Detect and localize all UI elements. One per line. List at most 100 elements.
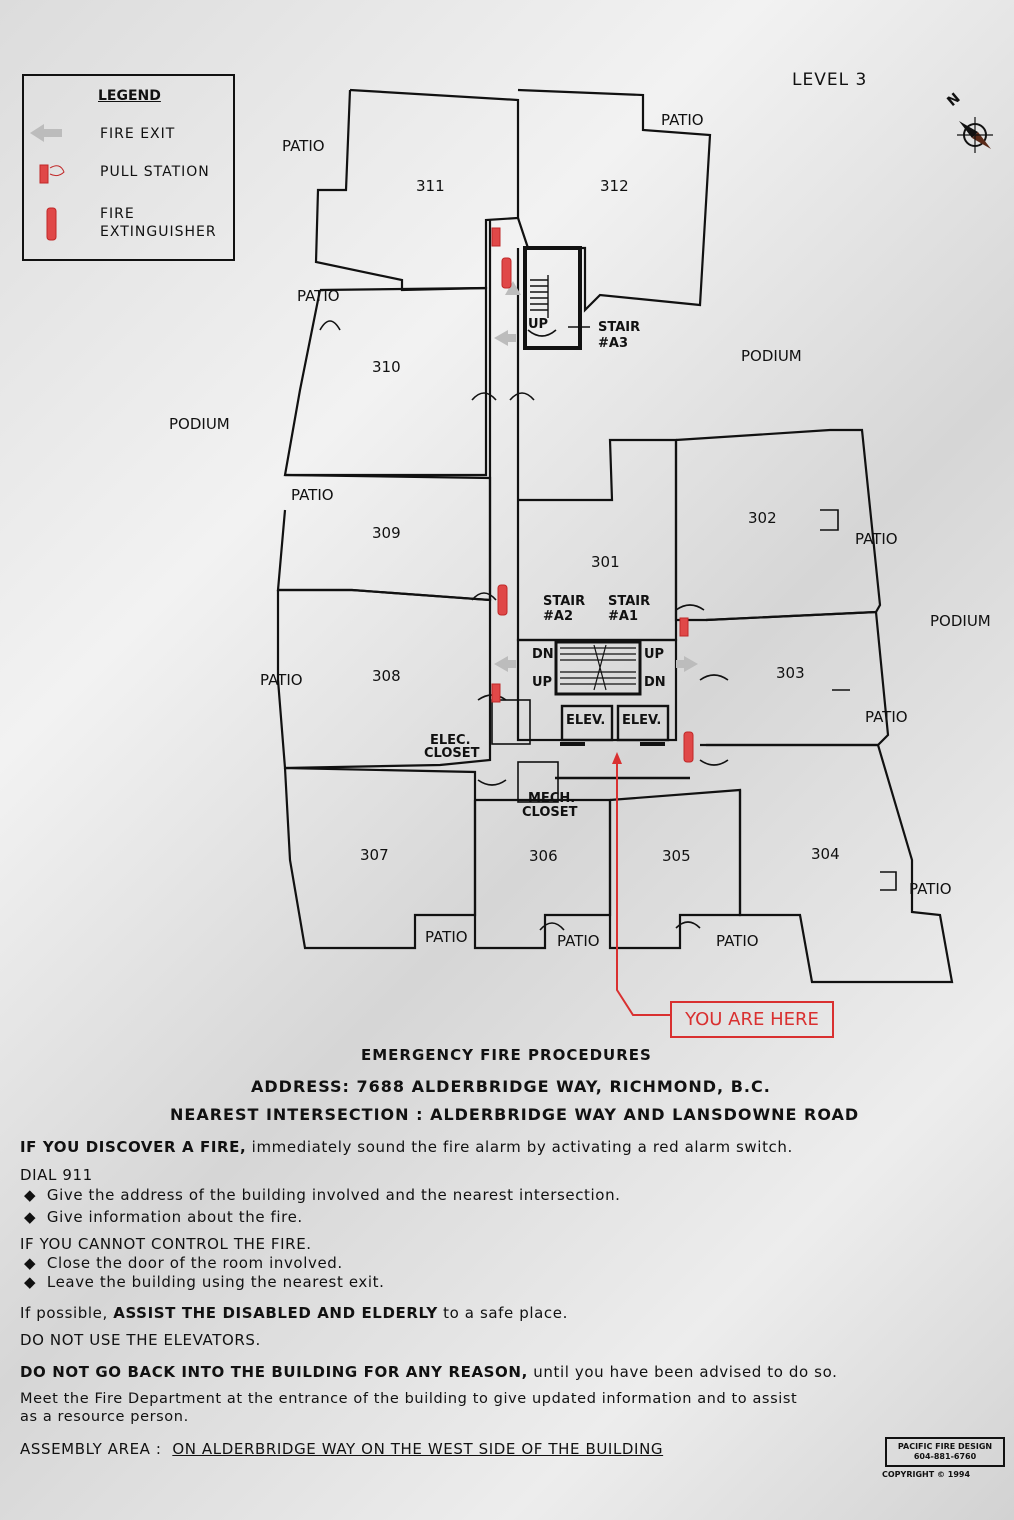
procedures-title: EMERGENCY FIRE PROCEDURES [361, 1046, 652, 1064]
assist-bold: ASSIST THE DISABLED AND ELDERLY [113, 1304, 438, 1322]
no-back-bold: DO NOT GO BACK INTO THE BUILDING FOR ANY… [20, 1363, 528, 1381]
room-305: 305 [662, 847, 691, 865]
room-312: 312 [600, 177, 629, 195]
elevator-label: ELEV. [566, 713, 606, 728]
dial-item-text: Give the address of the building involve… [46, 1186, 621, 1204]
dial-item-text: Give information about the fire. [46, 1208, 303, 1226]
unit-305-outline [608, 788, 742, 950]
elec-closet [491, 699, 531, 745]
room-308: 308 [372, 667, 401, 685]
patio-label: PATIO [557, 932, 600, 950]
cannot-item-text: Leave the building using the nearest exi… [46, 1273, 385, 1291]
stair-up-label: UP [532, 675, 553, 690]
compass-icon [957, 117, 993, 153]
nearest-intersection: NEAREST INTERSECTION : ALDERBRIDGE WAY A… [170, 1105, 860, 1124]
credit-phone: 604-881-6760 [913, 1452, 977, 1461]
address: ADDRESS: 7688 ALDERBRIDGE WAY, RICHMOND,… [251, 1077, 771, 1096]
pull-station-icon [491, 227, 501, 247]
stair-up-label: UP [644, 647, 665, 662]
meet-fire-dept-2: as a resource person. [20, 1409, 189, 1425]
stair-a3-label: STAIR [598, 320, 641, 335]
mech-closet-label: MECH. CLOSET [522, 791, 578, 820]
copyright: COPYRIGHT © 1994 [882, 1470, 971, 1479]
elec-closet-line1: ELEC. [430, 733, 471, 748]
elevator-2 [616, 704, 670, 742]
pull-station-icon [679, 617, 689, 637]
patio-label: PATIO [909, 880, 952, 898]
assembly-value: ON ALDERBRIDGE WAY ON THE WEST SIDE OF T… [172, 1440, 664, 1458]
cannot-item-text: Close the door of the room involved. [46, 1254, 343, 1272]
room-302: 302 [748, 509, 777, 527]
room-307: 307 [360, 846, 389, 864]
cannot-item: ◆ Leave the building using the nearest e… [24, 1273, 385, 1291]
pull-station-icon [491, 683, 501, 703]
unit-310-outline [283, 286, 488, 477]
fire-extinguisher-icon [497, 584, 508, 616]
unit-302-outline [674, 428, 882, 622]
meet-fire-dept-1: Meet the Fire Department at the entrance… [20, 1391, 798, 1407]
mech-closet-line2: CLOSET [522, 805, 578, 820]
patio-label: PATIO [661, 111, 704, 129]
mech-closet-line1: MECH. [528, 791, 576, 806]
podium-label: PODIUM [930, 612, 991, 630]
fire-extinguisher-icon [683, 731, 694, 763]
stair-a3-number: #A3 [598, 336, 628, 351]
assist-post: to a safe place. [437, 1304, 568, 1322]
stair-a3 [523, 246, 582, 350]
dial-item: ◆ Give information about the fire. [24, 1208, 303, 1226]
patio-label: PATIO [260, 671, 303, 689]
dial-item: ◆ Give the address of the building invol… [24, 1186, 621, 1204]
legend-pull-station-label: PULL STATION [100, 164, 210, 180]
stair-a2-label: STAIR [543, 594, 586, 609]
no-go-back: DO NOT GO BACK INTO THE BUILDING FOR ANY… [20, 1363, 837, 1381]
cannot-item: ◆ Close the door of the room involved. [24, 1254, 343, 1272]
elevator-label: ELEV. [622, 713, 662, 728]
credit-box: PACIFIC FIRE DESIGN 604-881-6760 [885, 1437, 1005, 1467]
room-310: 310 [372, 358, 401, 376]
patio-label: PATIO [425, 928, 468, 946]
fire-exit-arrows [30, 124, 698, 672]
assist-pre: If possible, [20, 1304, 114, 1322]
cannot-control: IF YOU CANNOT CONTROL THE FIRE. [20, 1235, 312, 1253]
discover-rest: immediately sound the fire alarm by acti… [246, 1138, 793, 1156]
assist-instruction: If possible, ASSIST THE DISABLED AND ELD… [20, 1304, 568, 1322]
room-309: 309 [372, 524, 401, 542]
legend-fire-exit-label: FIRE EXIT [100, 126, 176, 142]
mech-closet [517, 761, 559, 803]
elec-closet-label: ELEC. CLOSET [424, 733, 480, 760]
stair-a2-number: #A2 [543, 609, 573, 624]
assembly-area: ASSEMBLY AREA : ON ALDERBRIDGE WAY ON TH… [20, 1440, 663, 1458]
room-301: 301 [591, 553, 620, 571]
legend-extinguisher-label: FIRE [100, 206, 135, 222]
unit-306-outline [473, 798, 612, 950]
unit-307-outline [283, 766, 477, 950]
stair-a1-label: STAIR [608, 594, 651, 609]
stair-dn-label: DN [644, 675, 666, 690]
legend: LEGEND FIRE EXIT PULL STATION FIRE EXTIN… [22, 74, 235, 261]
stair-dn-label: DN [532, 647, 554, 662]
stair-a1-number: #A1 [608, 609, 638, 624]
room-304: 304 [811, 845, 840, 863]
podium-label: PODIUM [169, 415, 230, 433]
you-are-here-pointer [616, 762, 670, 1016]
stair-core [554, 640, 642, 696]
patio-label: PATIO [716, 932, 759, 950]
unit-308-outline [276, 588, 492, 770]
fire-extinguisher-icon [501, 257, 512, 289]
patio-label: PATIO [865, 708, 908, 726]
unit-304-outline [700, 743, 954, 984]
no-back-rest: until you have been advised to do so. [527, 1363, 838, 1381]
you-are-here-label: YOU ARE HERE [670, 1001, 834, 1038]
dial-911: DIAL 911 [20, 1166, 93, 1184]
fire-extinguisher-icon [46, 207, 57, 241]
podium-label: PODIUM [741, 347, 802, 365]
patio-label: PATIO [282, 137, 325, 155]
unit-301-outline [516, 438, 678, 642]
room-303: 303 [776, 664, 805, 682]
legend-title: LEGEND [98, 88, 161, 104]
assembly-label: ASSEMBLY AREA : [20, 1440, 162, 1458]
patio-label: PATIO [291, 486, 334, 504]
elevator-1 [560, 704, 614, 742]
pull-station-icon [39, 164, 49, 184]
